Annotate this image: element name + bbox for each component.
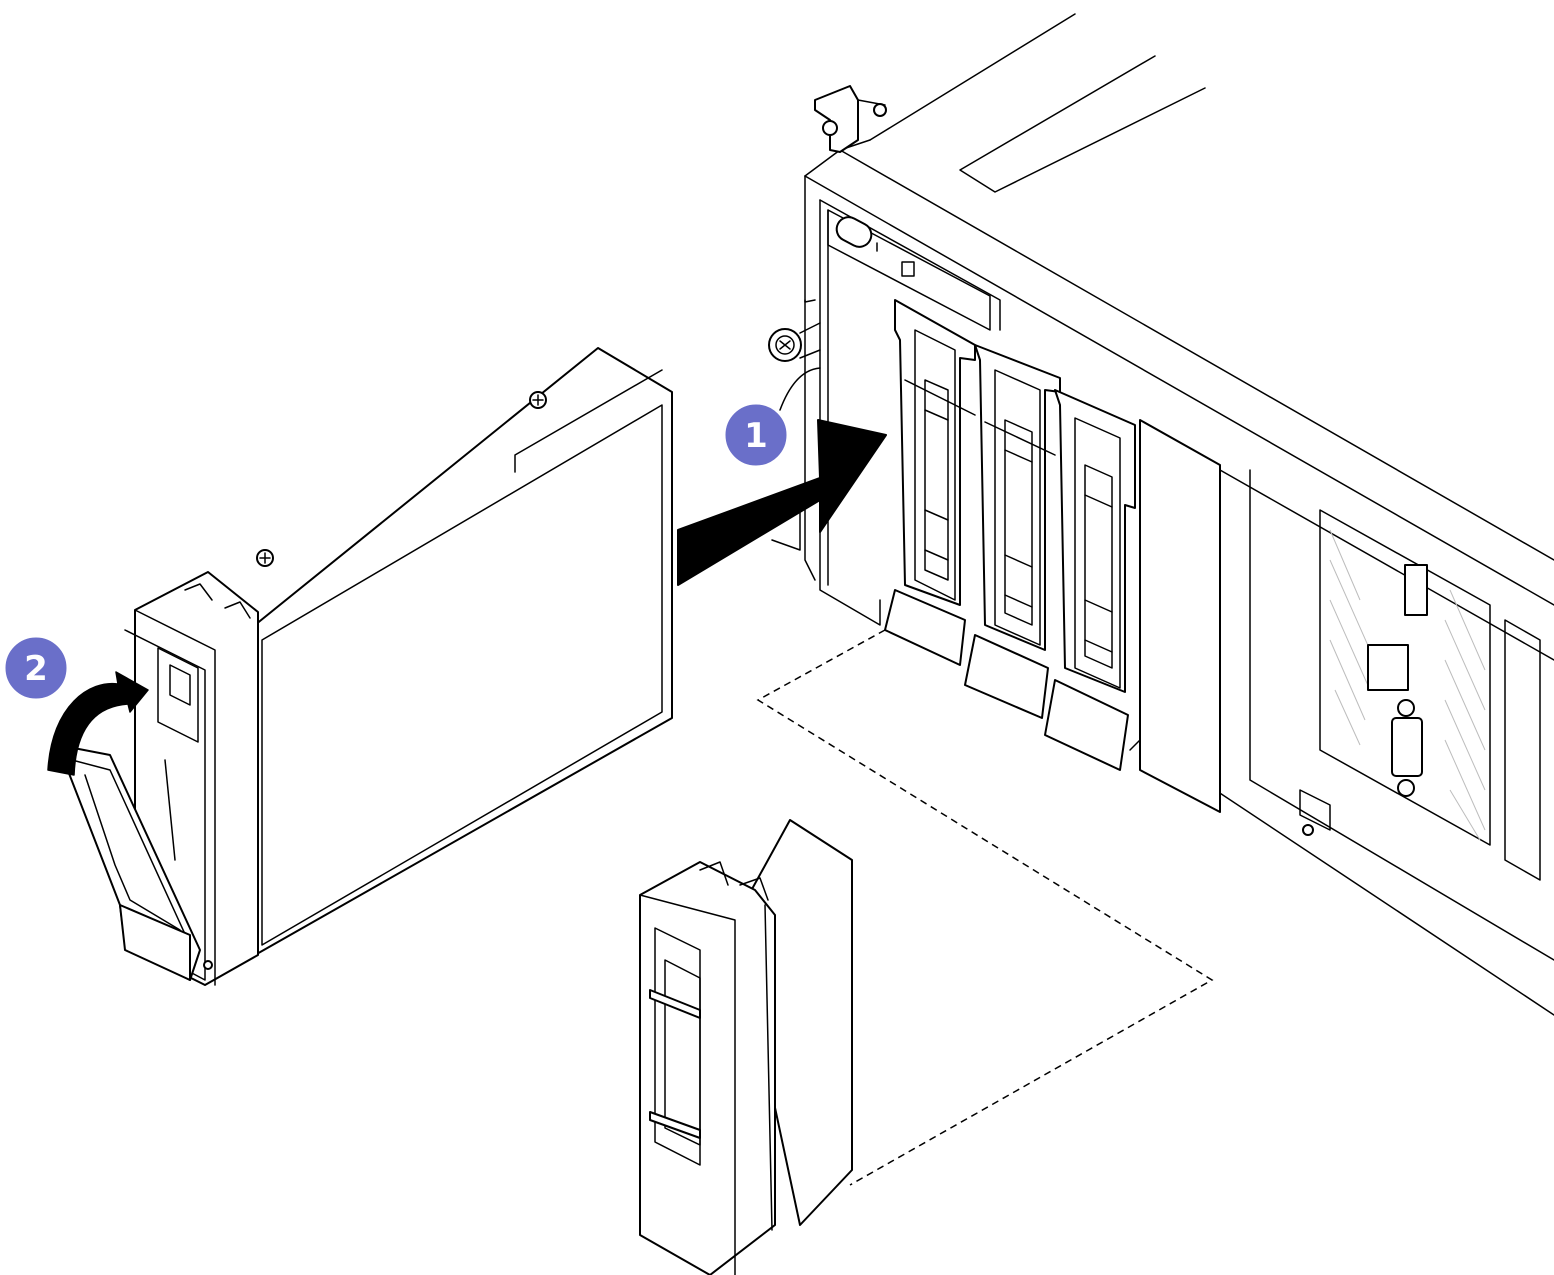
id-led [901,261,915,277]
curved-arrow-icon [47,671,149,776]
release-tab-2 [964,634,1049,719]
installed-drive-3 [1044,389,1136,771]
power-button [835,216,873,248]
rack-ear [814,85,859,153]
rack-ear-hole [822,120,838,136]
usb-port [1404,564,1428,616]
ethernet-port [1367,644,1409,691]
installed-drives [884,299,1136,771]
drive-body [254,347,673,956]
callout-1-label: 1 [744,416,768,456]
vga-port [1391,717,1423,777]
chassis-top-edge-back [869,13,1076,141]
rear-slot [1504,619,1541,881]
chassis-top-vent [959,55,1206,193]
release-tab-3 [1044,679,1129,771]
callout-2-badge [2,634,70,702]
io-panel [1319,509,1491,846]
handle-latch [119,904,191,981]
callout-2: 2 [2,634,70,702]
drive-bay-frame [819,199,881,626]
io-hatch [1329,529,1486,841]
filler-origin-outline [756,629,1214,1186]
cable [779,367,821,411]
chassis-front-left-wall [804,175,816,303]
installed-drive-2 [964,344,1061,719]
filler-panel [1139,419,1221,813]
callout-1: 1 [722,401,790,469]
operator-panel [827,209,991,331]
filler-front [639,861,776,1275]
callout-2-label: 2 [24,649,48,689]
hot-swap-drive [57,347,673,986]
callout-1-badge [722,401,790,469]
server-chassis [768,13,1554,1016]
installed-drive-1 [884,299,976,666]
drive-bay-filler [639,819,853,1275]
release-tab-1 [884,589,966,666]
arrow-right-icon [677,419,887,586]
